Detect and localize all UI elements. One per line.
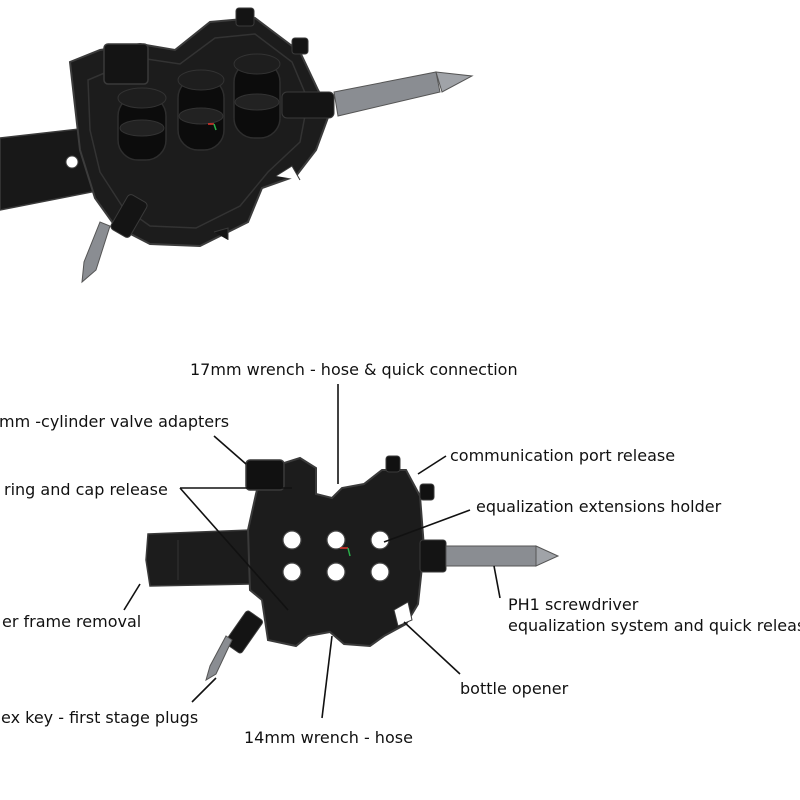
ph1-bit-front <box>419 539 560 573</box>
comm-port-stub <box>385 455 401 473</box>
leader-frame-removal <box>123 583 141 611</box>
hex-bit-front <box>205 610 263 682</box>
tool-top-stub <box>235 7 255 27</box>
leader-wrench14 <box>321 635 333 719</box>
tool-perspective-view <box>0 7 474 284</box>
label-equalization-system-quick-release: equalization system and quick release <box>508 616 800 635</box>
leader-eq-holder <box>383 509 471 543</box>
tool-front-view <box>145 455 560 682</box>
leader-hex-key <box>191 677 217 703</box>
leader-ring-cap-2 <box>179 487 289 611</box>
label-ring-and-cap-release: ring and cap release <box>4 480 168 499</box>
tool-top-stub <box>291 37 309 55</box>
socket-holes-front <box>282 530 390 582</box>
bottle-opener-notch <box>393 601 413 627</box>
label-frame-removal: er frame removal <box>2 612 142 631</box>
comm-port-stub <box>419 483 435 501</box>
cylinder-sockets <box>117 53 281 161</box>
label-cylinder-valve-adapters: mm -cylinder valve adapters <box>0 412 230 431</box>
leader-comm-port <box>417 455 447 475</box>
label-bottle-opener: bottle opener <box>460 679 569 698</box>
label-17mm-wrench: 17mm wrench - hose & quick connection <box>190 360 518 379</box>
label-14mm-wrench: 14mm wrench - hose <box>244 728 413 747</box>
tool-top-block <box>103 43 149 85</box>
label-communication-port-release: communication port release <box>450 446 676 465</box>
leader-ph1 <box>493 565 501 599</box>
label-hex-key-first-stage-plugs: ex key - first stage plugs <box>1 708 199 727</box>
hex-bit-3d <box>81 194 148 284</box>
label-ph1-screwdriver: PH1 screwdriver <box>508 595 639 614</box>
ph1-bit-3d <box>281 71 474 119</box>
handle-hole <box>65 155 79 169</box>
tool-handle-plate-front <box>145 529 251 587</box>
label-equalization-extensions-holder: equalization extensions holder <box>476 497 722 516</box>
leader-lines <box>123 384 501 719</box>
adapter-block-front <box>245 459 285 491</box>
leader-cylinder-valve <box>213 435 247 465</box>
tool-body-rim <box>87 33 309 229</box>
leader-bottle <box>403 621 461 675</box>
